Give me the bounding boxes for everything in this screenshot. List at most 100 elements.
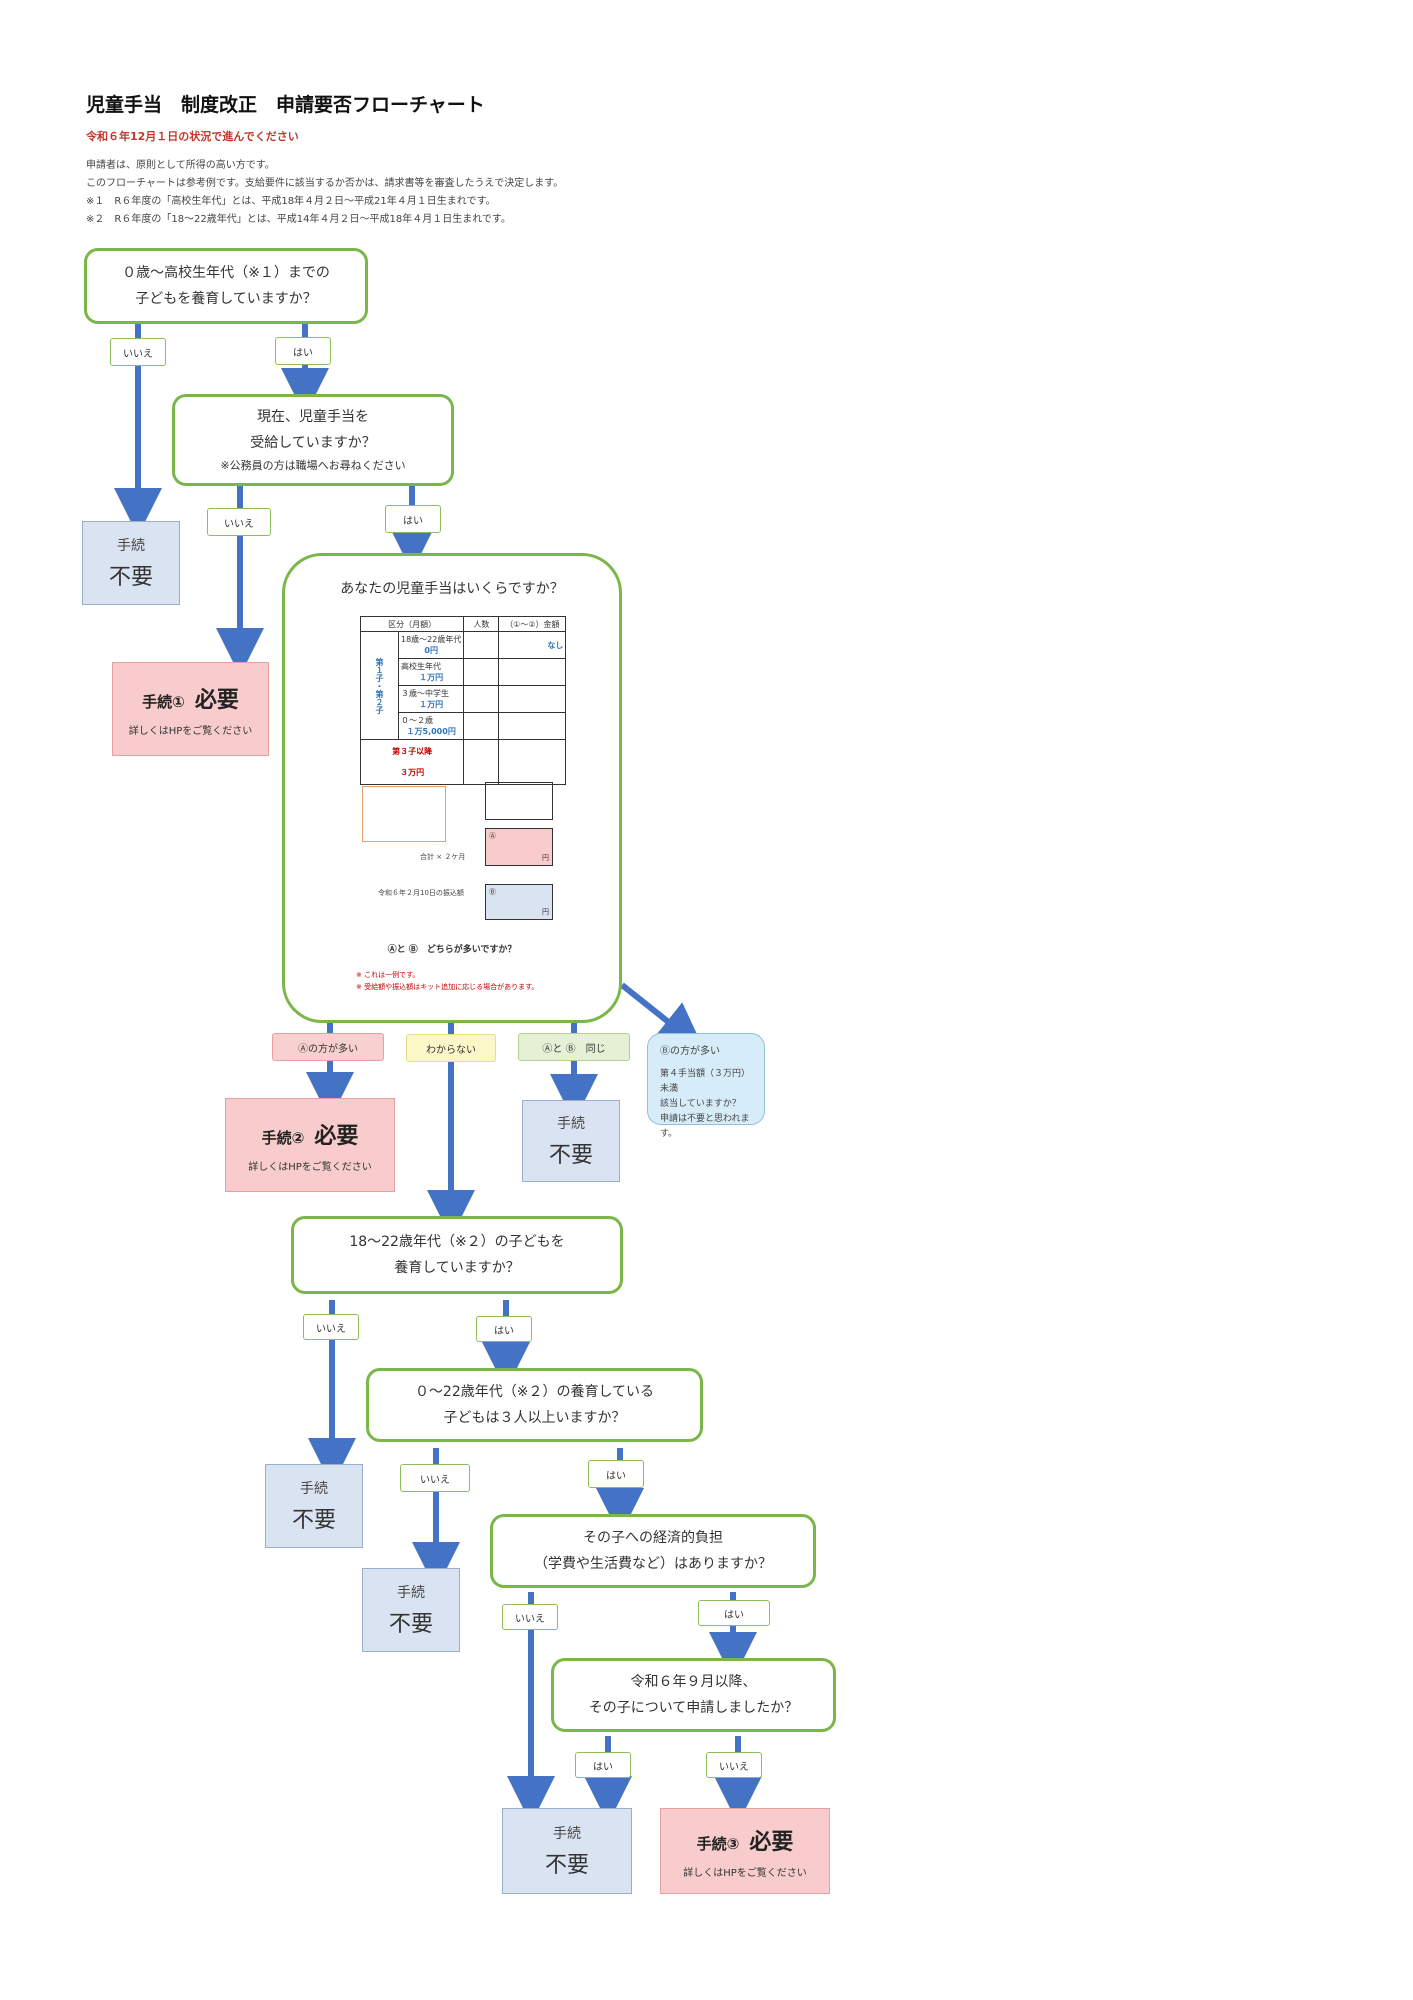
procedure-1-label: 手続① bbox=[142, 692, 185, 711]
b-more-box: Ⓑの方が多い 第４手当額（３万円）未満 該当していますか？ 申請は不要と思われま… bbox=[647, 1033, 765, 1139]
outcome-unneeded-1-line2: 不要 bbox=[108, 565, 153, 590]
q7-yes-label: はい bbox=[575, 1752, 631, 1778]
note-2: このフローチャートは参考例です。支給要件に該当するか否かは、請求書等を審査したう… bbox=[86, 178, 564, 189]
arrow-q3-b bbox=[620, 982, 705, 1051]
question-7-line2: その子について申請しましたか？ bbox=[588, 1700, 799, 1716]
q4-no-label: いいえ bbox=[303, 1314, 359, 1340]
example-callout bbox=[362, 786, 446, 842]
box-b-unit: 円 bbox=[542, 908, 549, 916]
question-1-line2: 子どもを養育していますか？ bbox=[135, 291, 317, 307]
note-1: 申請者は、原則として所得の高い方です。 bbox=[86, 160, 275, 171]
question-1: ０歳～高校生年代（※１）までの 子どもを養育していますか？ bbox=[84, 248, 368, 324]
box-b: Ⓑ 円 bbox=[485, 884, 553, 920]
total-label: 合計 × ２ケ月 bbox=[420, 853, 466, 861]
footer-1: ※ これは一例です。 bbox=[356, 971, 420, 979]
question-2: 現在、児童手当を 受給していますか？ ※公務員の方は職場へお尋ねください bbox=[172, 394, 454, 486]
question-7: 令和６年９月以降、 その子について申請しましたか？ bbox=[551, 1658, 836, 1732]
note-4: ※２ R６年度の「18～22歳年代」とは、平成14年４月２日～平成18年４月１日… bbox=[86, 214, 511, 225]
sum-box bbox=[485, 782, 553, 820]
b-more-title: Ⓑの方が多い bbox=[660, 1046, 720, 1057]
q6-no-label: いいえ bbox=[502, 1604, 558, 1630]
outcome-required-3: 手続③ 必要 詳しくはHPをご覧ください bbox=[660, 1808, 830, 1894]
required-3-text: 必要 bbox=[749, 1829, 794, 1855]
question-5-line1: ０～22歳年代（※２）の養育している bbox=[414, 1384, 655, 1400]
box-a-unit: 円 bbox=[542, 854, 549, 862]
outcome-unneeded-3-line1: 手続 bbox=[300, 1481, 328, 1497]
q2-yes-label: はい bbox=[385, 505, 441, 533]
outcome-unneeded-3-line2: 不要 bbox=[291, 1508, 336, 1533]
question-4: 18～22歳年代（※２）の子どもを 養育していますか？ bbox=[291, 1216, 623, 1294]
question-4-line1: 18～22歳年代（※２）の子どもを bbox=[349, 1234, 565, 1250]
note-3: ※１ R６年度の「高校生年代」とは、平成18年４月２日～平成21年４月１日生まれ… bbox=[86, 196, 496, 207]
question-4-line2: 養育していますか？ bbox=[394, 1260, 520, 1276]
required-3-hp: 詳しくはHPをご覧ください bbox=[683, 1867, 807, 1879]
required-1-text: 必要 bbox=[194, 687, 239, 713]
outcome-required-2: 手続② 必要 詳しくはHPをご覧ください bbox=[225, 1098, 395, 1192]
question-6-line1: その子への経済的負担 bbox=[583, 1530, 723, 1546]
row1-amount: 0円 bbox=[424, 646, 438, 655]
question-5-line2: 子どもは３人以上いますか？ bbox=[443, 1410, 626, 1426]
outcome-unneeded-4-line2: 不要 bbox=[388, 1612, 433, 1637]
q1-yes-label: はい bbox=[275, 337, 331, 365]
outcome-unneeded-5-line2: 不要 bbox=[544, 1853, 589, 1878]
q6-yes-label: はい bbox=[698, 1600, 770, 1626]
q5-yes-label: はい bbox=[588, 1460, 644, 1488]
question-2-line2: 受給していますか？ bbox=[250, 435, 376, 451]
q3-a-more-label: Ⓐの方が多い bbox=[272, 1033, 384, 1061]
question-2-line1: 現在、児童手当を bbox=[257, 409, 369, 425]
question-1-line1: ０歳～高校生年代（※１）までの bbox=[122, 265, 330, 281]
outcome-unneeded-1: 手続 不要 bbox=[82, 521, 180, 605]
side-label: 第１子・第２子 bbox=[360, 631, 399, 740]
outcome-unneeded-2-line2: 不要 bbox=[548, 1143, 593, 1168]
q1-no-label: いいえ bbox=[110, 338, 166, 366]
question-2-note: ※公務員の方は職場へお尋ねください bbox=[220, 459, 406, 472]
compare-question: Ⓐと Ⓑ どちらが多いですか？ bbox=[387, 945, 517, 955]
b-more-note-2: 該当していますか？ bbox=[660, 1099, 741, 1109]
outcome-unneeded-3: 手続 不要 bbox=[265, 1464, 363, 1548]
required-2-hp: 詳しくはHPをご覧ください bbox=[248, 1161, 372, 1173]
q5-no-label: いいえ bbox=[400, 1464, 470, 1492]
header-category: 区分（月額） bbox=[359, 616, 465, 632]
required-2-text: 必要 bbox=[314, 1123, 359, 1149]
outcome-unneeded-2-line1: 手続 bbox=[557, 1116, 585, 1132]
required-1-hp: 詳しくはHPをご覧ください bbox=[128, 725, 253, 737]
box-a-mark: Ⓐ bbox=[489, 832, 496, 840]
outcome-required-1: 手続① 必要 詳しくはHPをご覧ください bbox=[112, 662, 269, 756]
b-more-note-3: 申請は不要と思われます。 bbox=[660, 1114, 750, 1139]
box-a: Ⓐ 円 bbox=[485, 828, 553, 866]
footer-2: ※ 受給額や振込額はキット追加に応じる場合があります。 bbox=[356, 983, 539, 991]
q2-no-label: いいえ bbox=[207, 508, 271, 536]
row1-note: なし bbox=[498, 631, 567, 659]
procedure-2-label: 手続② bbox=[261, 1128, 305, 1147]
header-amount: （①～②）金額 bbox=[498, 616, 567, 632]
question-3-title: あなたの児童手当はいくらですか？ bbox=[340, 581, 564, 597]
header-count: 人数 bbox=[463, 616, 500, 632]
outcome-unneeded-1-line1: 手続 bbox=[117, 538, 145, 554]
page-subtitle: 令和６年12月１日の状況で進んでください bbox=[86, 130, 299, 143]
page-title: 児童手当 制度改正 申請要否フローチャート bbox=[86, 94, 485, 116]
question-6-line2: （学費や生活費など）はありますか？ bbox=[534, 1556, 772, 1572]
procedure-3-label: 手続③ bbox=[696, 1834, 740, 1853]
outcome-unneeded-5: 手続 不要 bbox=[502, 1808, 632, 1894]
q3-unknown-label: わからない bbox=[406, 1034, 496, 1062]
row2-amount: １万円 bbox=[419, 673, 444, 682]
q7-no-label: いいえ bbox=[706, 1752, 762, 1778]
row1-label: 18歳～22歳年代 bbox=[401, 635, 462, 644]
box-b-mark: Ⓑ bbox=[489, 888, 496, 896]
row5-label: 第３子以降 bbox=[392, 747, 433, 756]
row5-amount: ３万円 bbox=[400, 768, 425, 777]
outcome-unneeded-5-line1: 手続 bbox=[553, 1826, 581, 1842]
row4-amount: １万5,000円 bbox=[406, 727, 456, 736]
question-6: その子への経済的負担 （学費や生活費など）はありますか？ bbox=[490, 1514, 816, 1588]
q4-yes-label: はい bbox=[476, 1316, 532, 1342]
question-7-line1: 令和６年９月以降、 bbox=[630, 1674, 757, 1690]
compare-label: 令和６年２月10日の振込額 bbox=[378, 889, 464, 897]
row3-label: ３歳～中学生 bbox=[401, 689, 449, 698]
row2-label: 高校生年代 bbox=[401, 662, 441, 671]
row3-amount: １万円 bbox=[419, 700, 444, 709]
b-more-note-1: 第４手当額（３万円）未満 bbox=[660, 1069, 751, 1094]
question-5: ０～22歳年代（※２）の養育している 子どもは３人以上いますか？ bbox=[366, 1368, 703, 1442]
row4-label: ０～２歳 bbox=[401, 716, 433, 725]
outcome-unneeded-4-line1: 手続 bbox=[397, 1585, 425, 1601]
outcome-unneeded-4: 手続 不要 bbox=[362, 1568, 460, 1652]
